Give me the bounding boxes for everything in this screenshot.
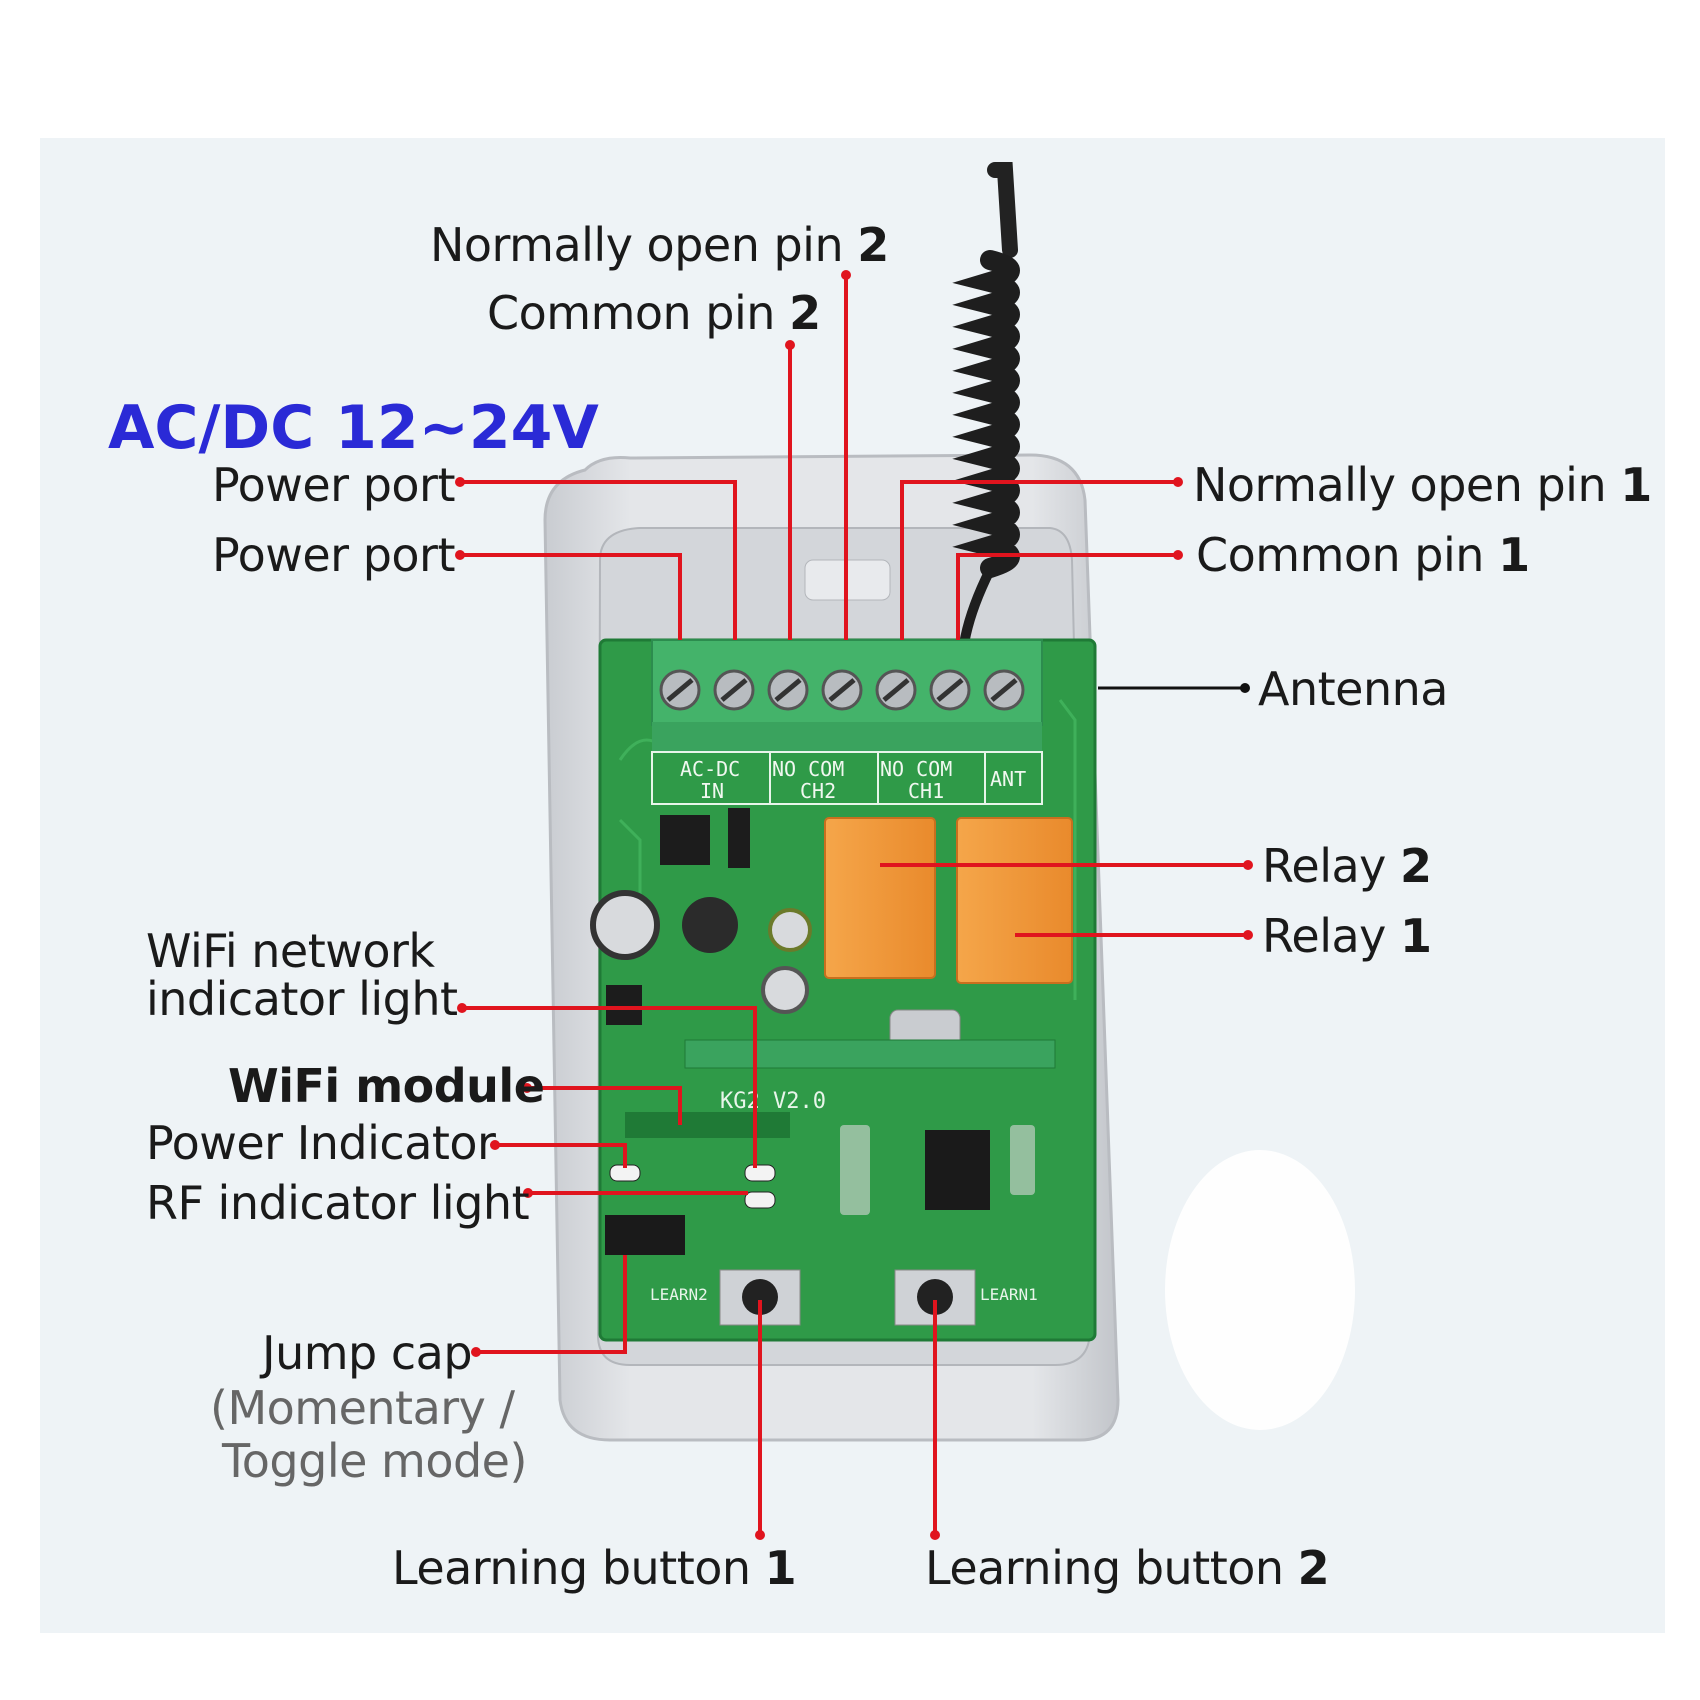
- silk-ch1-pins: NO COM: [880, 757, 952, 781]
- voltage-rating: AC/DC 12~24V: [108, 393, 599, 463]
- silk-model: KG2 V2.0: [720, 1089, 826, 1114]
- terminal-silkscreen: AC-DC IN NO COM CH2 NO COM CH1 ANT: [680, 757, 1026, 803]
- capacitor-large: [590, 890, 660, 960]
- label-wifi-module: WiFi module: [228, 1059, 545, 1113]
- jumper-cap: [605, 1215, 685, 1255]
- silk-ant: ANT: [990, 767, 1026, 791]
- leader-power-port-a: [460, 480, 737, 640]
- relay-2: [824, 817, 936, 979]
- screw-slot: [990, 678, 1018, 702]
- led-wifi: [744, 1164, 776, 1182]
- silk-learn1: LEARN1: [980, 1285, 1038, 1304]
- screw-slot: [936, 678, 964, 702]
- leader-lines: [460, 275, 1248, 1535]
- diode: [728, 808, 750, 868]
- screw-slot: [774, 678, 802, 702]
- screw-slot: [720, 678, 748, 702]
- leader-wifi-light: [462, 1006, 757, 1168]
- label-com-pin-1: Common pin 1: [1196, 528, 1530, 582]
- silk-acdc: AC-DC: [680, 757, 740, 781]
- label-no-pin-2: Normally open pin 2: [430, 218, 889, 272]
- leader-no-pin-1: [900, 480, 1178, 640]
- label-relay-1: Relay 1: [1262, 909, 1432, 963]
- silk-learn2: LEARN2: [650, 1285, 708, 1304]
- screw-slot: [828, 678, 856, 702]
- label-relay-2: Relay 2: [1262, 839, 1432, 893]
- label-power-indicator: Power Indicator: [146, 1116, 496, 1170]
- wifi-module-board: KG2 V2.0: [625, 1039, 1056, 1138]
- label-wifi-light-line1: WiFi network: [146, 924, 435, 978]
- label-com-pin-2: Common pin 2: [487, 286, 821, 340]
- led-rf: [744, 1191, 776, 1209]
- label-rf-light: RF indicator light: [146, 1176, 530, 1230]
- leader-com-pin-1: [956, 553, 1178, 640]
- silk-ch1: CH1: [908, 779, 944, 803]
- label-no-pin-1: Normally open pin 1: [1193, 458, 1652, 512]
- label-jump-mode-line2: Toggle mode): [222, 1434, 527, 1488]
- silk-ch2: CH2: [800, 779, 836, 803]
- label-learn-1: Learning button 1: [392, 1541, 797, 1595]
- light-reflection: [1165, 1150, 1355, 1430]
- screw-slot: [882, 678, 910, 702]
- terminal-block: [651, 639, 1043, 805]
- leader-jump-cap: [476, 1255, 627, 1354]
- label-learn-2: Learning button 2: [925, 1541, 1330, 1595]
- relay-1: [956, 817, 1073, 984]
- label-wifi-light-line2: indicator light: [146, 972, 458, 1026]
- label-power-port-a: Power port: [212, 458, 456, 512]
- inductor: [682, 897, 738, 953]
- leader-power-port-b: [460, 553, 682, 640]
- leader-wifi-module: [527, 1086, 682, 1125]
- leader-power-indicator: [495, 1143, 627, 1168]
- label-jump-mode-line1: (Momentary /: [210, 1381, 515, 1435]
- mcu-chip: [925, 1130, 990, 1210]
- smd-pads: [840, 1125, 1035, 1215]
- transistor: [606, 985, 642, 1025]
- capacitor-small-1: [768, 908, 812, 952]
- ic-regulator: [660, 815, 710, 865]
- capacitor-small-2: [761, 966, 809, 1014]
- label-power-port-b: Power port: [212, 528, 456, 582]
- label-antenna: Antenna: [1258, 662, 1448, 716]
- silk-ch2-pins: NO COM: [772, 757, 844, 781]
- silk-in: IN: [700, 779, 724, 803]
- leader-dots: [455, 270, 1253, 1540]
- label-jump-cap: Jump cap: [262, 1326, 473, 1380]
- screw-slot: [666, 678, 694, 702]
